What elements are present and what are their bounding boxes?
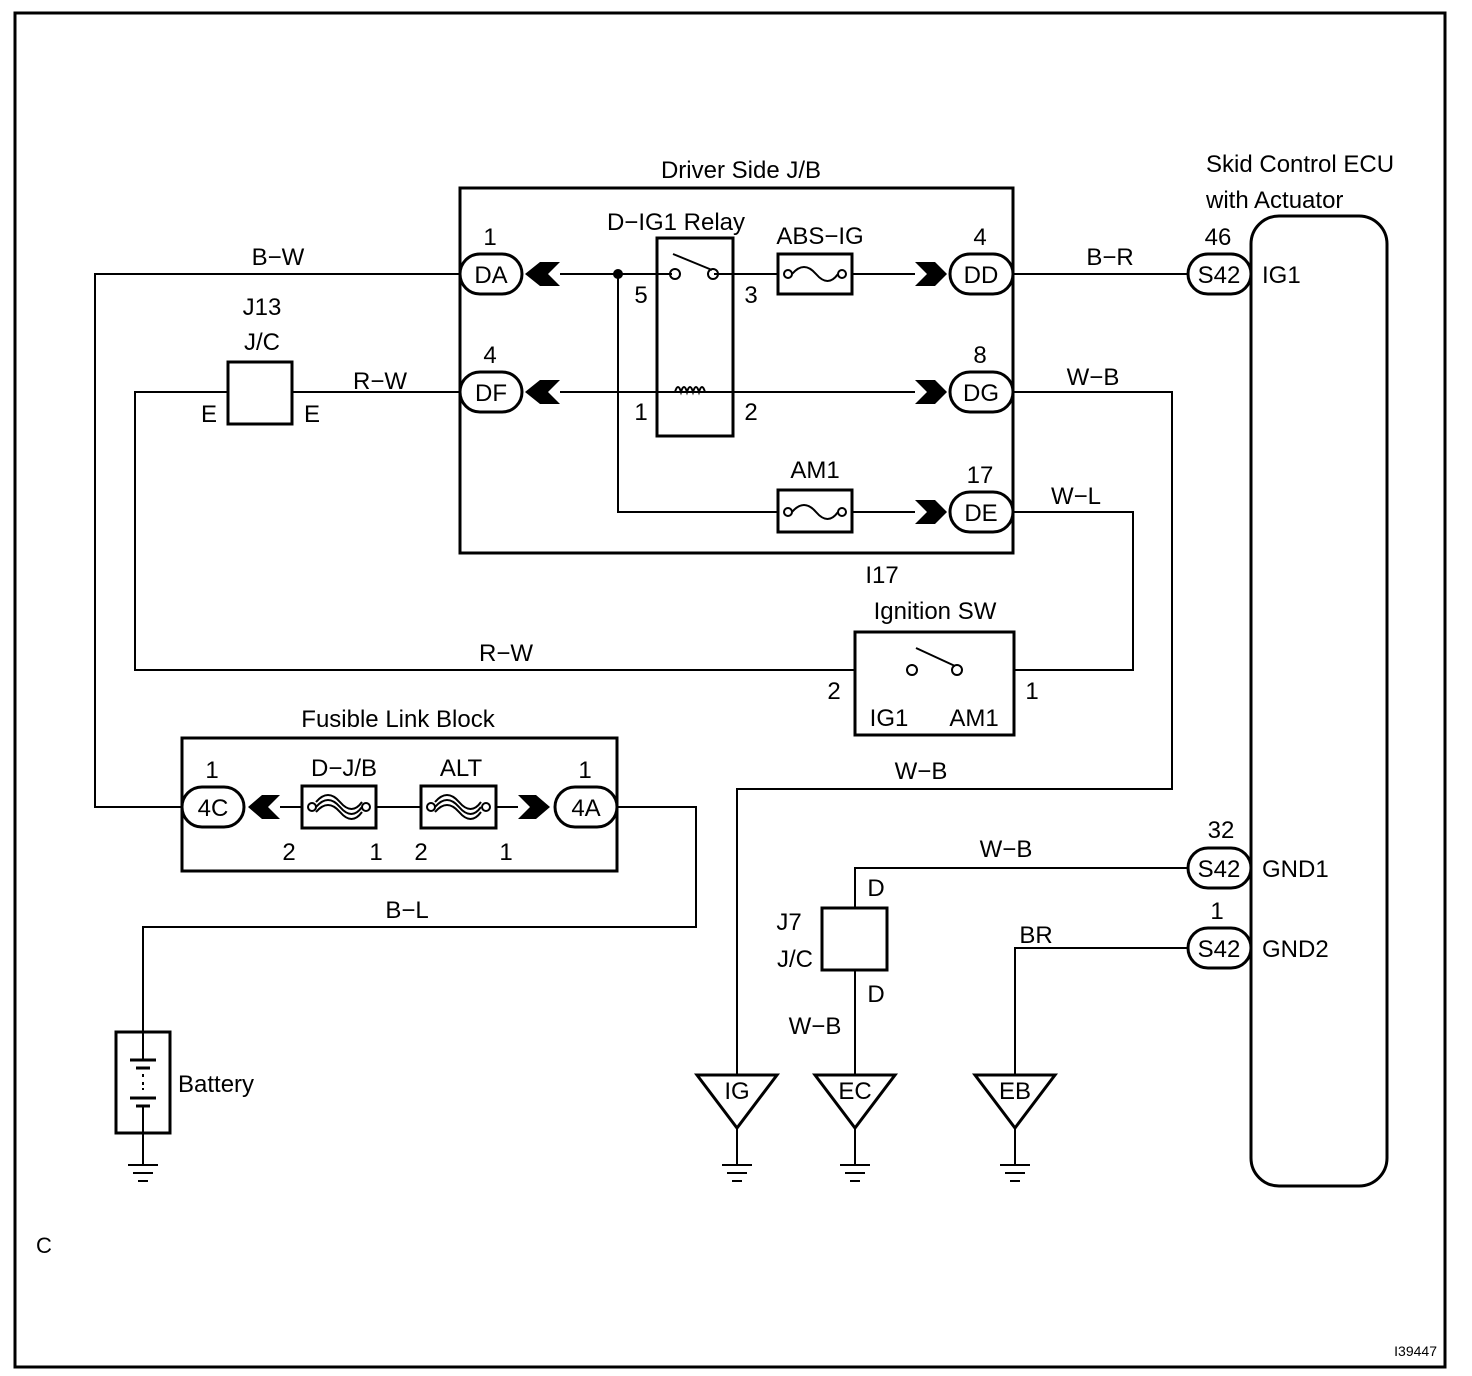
ground-eb: EB [971, 1073, 1059, 1182]
svg-text:S42: S42 [1198, 262, 1241, 289]
battery-label: Battery [178, 1071, 254, 1098]
svg-text:DF: DF [475, 380, 507, 407]
relay-label: D−IG1 Relay [607, 209, 745, 236]
svg-text:J/C: J/C [777, 946, 813, 973]
wire-label-wb-j7: W−B [789, 1013, 842, 1040]
svg-text:EC: EC [838, 1078, 871, 1105]
ground-ec: EC [811, 1073, 899, 1182]
svg-text:4A: 4A [571, 795, 600, 822]
svg-text:D−J/B: D−J/B [311, 755, 377, 782]
relay-pin-5: 5 [634, 282, 647, 309]
ground-ig: IG [693, 1073, 781, 1182]
svg-text:2: 2 [827, 678, 840, 705]
wires [94, 273, 1188, 1075]
wire-label-wb-dg: W−B [1067, 364, 1120, 391]
wire-label-rw-top: R−W [353, 368, 407, 395]
relay-pin-1: 1 [634, 399, 647, 426]
wire-label-rw-bottom: R−W [479, 640, 533, 667]
svg-text:AM1: AM1 [949, 705, 998, 732]
svg-text:DD: DD [964, 262, 999, 289]
connector-dd: DD 4 [915, 224, 1015, 296]
corner-letter: C [36, 1233, 52, 1258]
svg-text:1: 1 [1210, 898, 1223, 925]
wire-label-wb-gnd1: W−B [980, 836, 1033, 863]
svg-text:DA: DA [474, 262, 507, 289]
svg-text:I17: I17 [865, 562, 898, 589]
svg-text:2: 2 [282, 839, 295, 866]
svg-text:D: D [867, 875, 884, 902]
wire-labels: B−W R−W R−W B−R W−B W−L W−B W−B W−B BR B… [252, 244, 1134, 1040]
svg-text:DG: DG [963, 380, 999, 407]
junction-dot [613, 269, 623, 279]
svg-text:J7: J7 [776, 909, 801, 936]
connector-de: DE 17 [915, 462, 1015, 534]
svg-text:S42: S42 [1198, 936, 1241, 963]
svg-text:Ignition SW: Ignition SW [874, 598, 997, 625]
svg-text:IG: IG [724, 1078, 749, 1105]
svg-text:4: 4 [483, 342, 496, 369]
fuse-abs-ig-label: ABS−IG [776, 223, 863, 250]
svg-text:17: 17 [967, 462, 994, 489]
connector-dg: DG 8 [915, 342, 1015, 414]
ecu-title-1: Skid Control ECU [1206, 151, 1394, 178]
fusible-link-block: Fusible Link Block 4C 1 4A 1 D−J/B ALT 2… [180, 706, 619, 873]
svg-text:4C: 4C [198, 795, 229, 822]
svg-text:IG1: IG1 [870, 705, 909, 732]
svg-text:1: 1 [483, 224, 496, 251]
driver-side-jb: Driver Side J/B D−IG1 Relay 5 3 1 2 ABS−… [458, 157, 1015, 555]
wire-label-bl: B−L [385, 897, 428, 924]
relay-pin-3: 3 [744, 282, 757, 309]
wire-label-bw: B−W [252, 244, 305, 271]
svg-text:2: 2 [414, 839, 427, 866]
figure-code: I39447 [1394, 1343, 1437, 1359]
fuse-am1-label: AM1 [790, 457, 839, 484]
svg-text:Fusible Link Block: Fusible Link Block [301, 706, 495, 733]
wire-label-br-gnd2: BR [1019, 922, 1052, 949]
ecu-gnd1-label: GND1 [1262, 856, 1329, 883]
svg-text:E: E [304, 401, 320, 428]
jb-title: Driver Side J/B [661, 157, 821, 184]
diagram-frame [13, 11, 1447, 1369]
ecu-gnd2-label: GND2 [1262, 936, 1329, 963]
svg-text:1: 1 [578, 757, 591, 784]
ecu-title-2: with Actuator [1205, 187, 1343, 214]
svg-text:46: 46 [1205, 224, 1232, 251]
svg-text:J/C: J/C [244, 329, 280, 356]
svg-text:D: D [867, 981, 884, 1008]
battery: Battery [114, 1030, 254, 1182]
wire-label-wl: W−L [1051, 483, 1101, 510]
svg-text:1: 1 [1025, 678, 1038, 705]
skid-control-ecu: Skid Control ECU with Actuator S42 46 IG… [1186, 151, 1394, 1188]
wire-label-wb-ig: W−B [895, 758, 948, 785]
junction-connector-j7: J7 J/C D D [776, 875, 889, 1008]
svg-text:8: 8 [973, 342, 986, 369]
connector-df: DF 4 [458, 342, 560, 414]
ecu-ig1-label: IG1 [1262, 262, 1301, 289]
wire-label-br-top: B−R [1086, 244, 1133, 271]
ignition-switch: I17 Ignition SW 2 1 IG1 AM1 [827, 562, 1039, 737]
svg-text:J13: J13 [243, 294, 282, 321]
connector-da: DA 1 [458, 224, 560, 296]
svg-text:DE: DE [964, 500, 997, 527]
svg-text:EB: EB [999, 1078, 1031, 1105]
relay-pin-2: 2 [744, 399, 757, 426]
svg-text:ALT: ALT [440, 755, 483, 782]
svg-text:1: 1 [369, 839, 382, 866]
svg-text:1: 1 [499, 839, 512, 866]
svg-text:1: 1 [205, 757, 218, 784]
svg-text:E: E [201, 401, 217, 428]
junction-connector-j13: J13 J/C E E [201, 294, 320, 428]
svg-text:32: 32 [1208, 817, 1235, 844]
relay-body [655, 236, 735, 438]
svg-text:S42: S42 [1198, 856, 1241, 883]
svg-text:4: 4 [973, 224, 986, 251]
